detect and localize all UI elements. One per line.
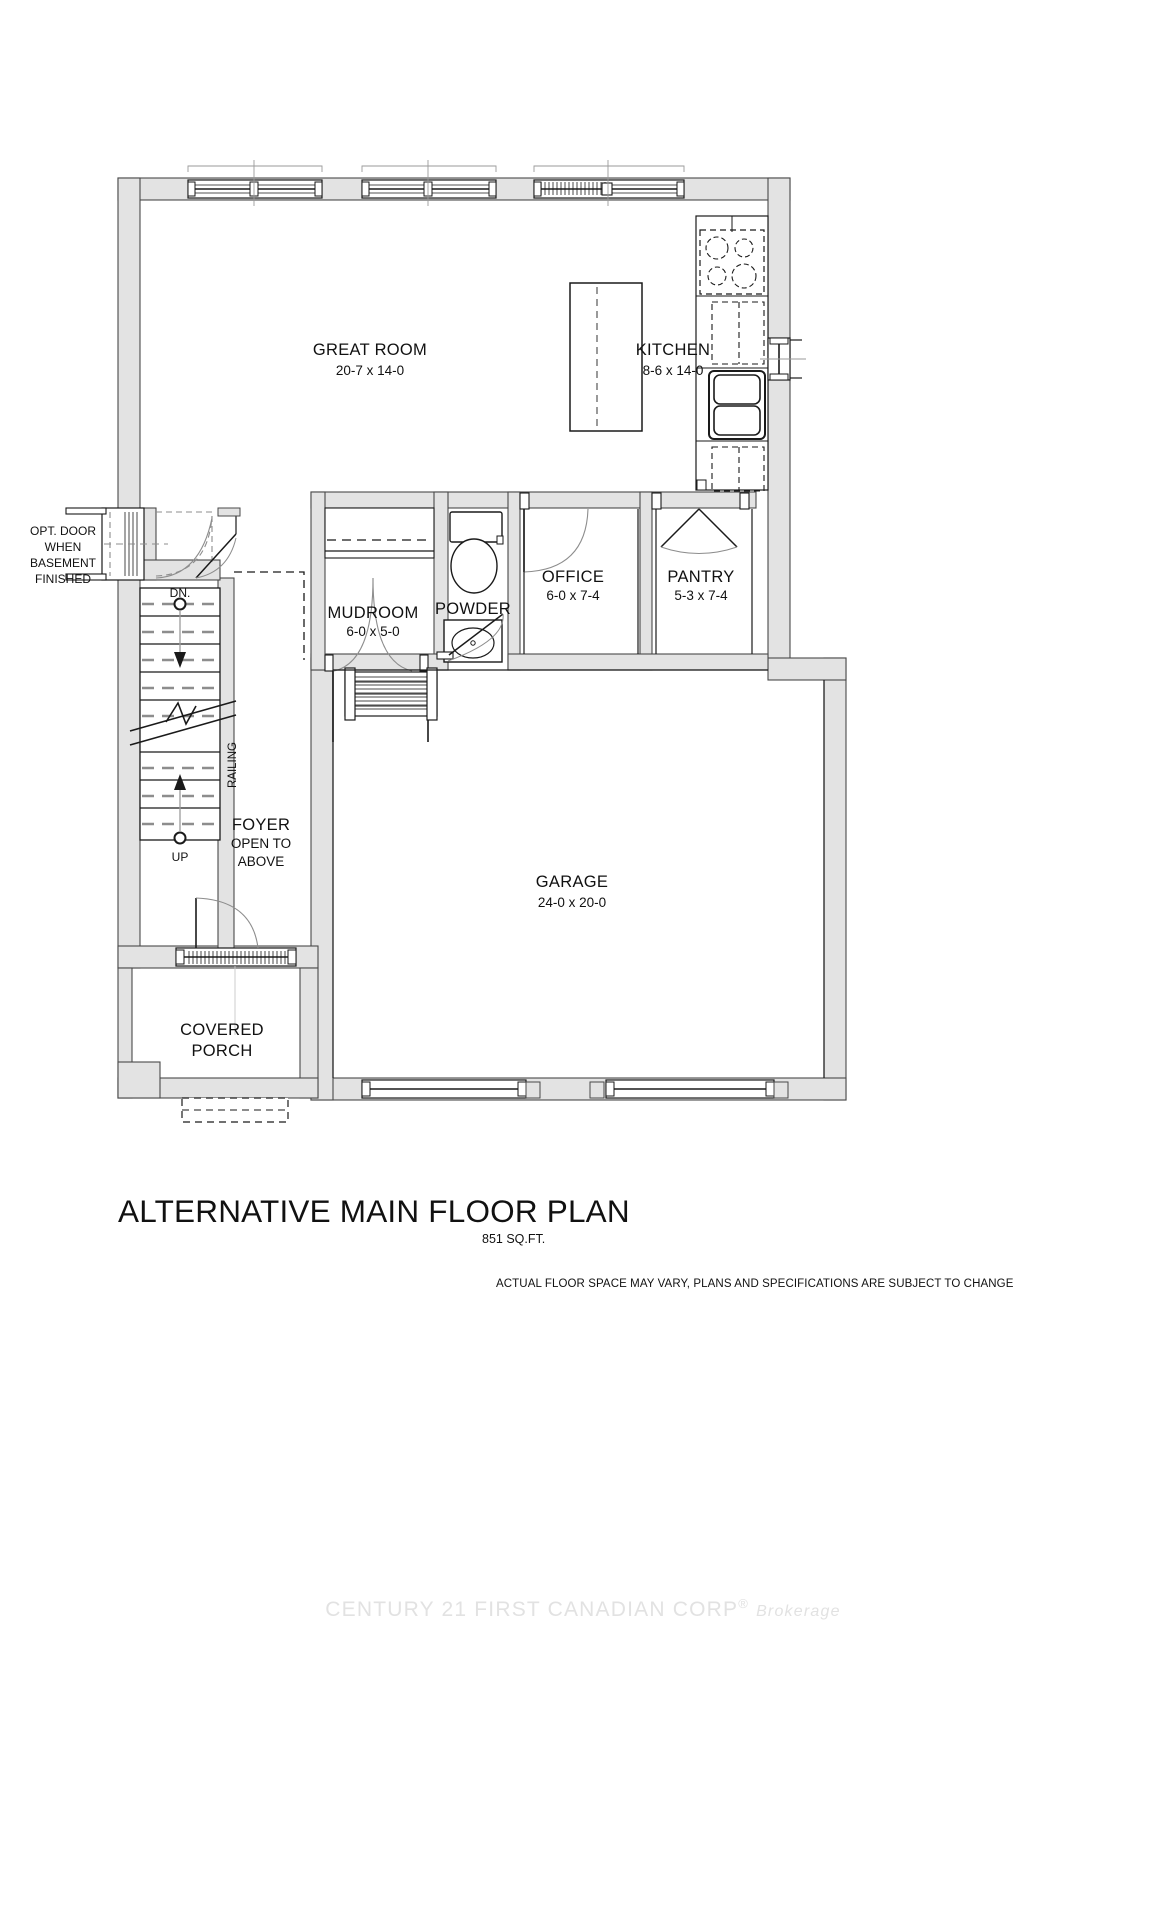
- mudroom-bench-closet: [324, 507, 435, 559]
- label-covered-porch-2: PORCH: [191, 1042, 252, 1060]
- toilet-icon: [449, 511, 504, 594]
- label-covered-porch: COVERED: [180, 1021, 264, 1039]
- watermark-company: FIRST CANADIAN CORP: [474, 1598, 739, 1621]
- note-opt-door-4: FINISHED: [35, 572, 91, 586]
- vanity-sink-icon: [443, 619, 503, 663]
- cooktop-icon: [705, 236, 757, 289]
- porch-steps: [181, 1097, 289, 1123]
- floor-area: 851 SQ.FT.: [482, 1232, 546, 1246]
- sink-icon: [696, 367, 768, 440]
- garage-interior-outline: [332, 669, 825, 1078]
- staircase: [129, 587, 237, 845]
- annotations: OPT. DOOR WHEN BASEMENT FINISHED DN. UP …: [30, 524, 291, 869]
- label-foyer: FOYER: [232, 816, 290, 834]
- great-room-windows: [187, 160, 685, 206]
- watermark-suffix: Brokerage: [756, 1603, 841, 1620]
- label-mudroom: MUDROOM: [327, 604, 418, 622]
- dim-great-room: 20-7 x 14-0: [336, 363, 404, 378]
- label-stairs-down: DN.: [170, 586, 191, 600]
- powder-room-fixtures: [436, 511, 504, 663]
- dim-mudroom: 6-0 x 5-0: [346, 624, 399, 639]
- label-powder: POWDER: [435, 600, 511, 618]
- window-unit: [187, 160, 323, 206]
- garage-entry-steps: [344, 667, 438, 721]
- window-unit: [361, 160, 497, 206]
- optional-basement-door: [65, 507, 241, 581]
- kitchen-island: [569, 282, 643, 432]
- dim-pantry: 5-3 x 7-4: [674, 588, 728, 603]
- dim-office: 6-0 x 7-4: [546, 588, 600, 603]
- brokerage-watermark: CENTURY 21 FIRST CANADIAN CORP® Brokerag…: [0, 1596, 1166, 1622]
- garage-door-right: [589, 1079, 789, 1099]
- garage-doors: [361, 1079, 789, 1099]
- label-garage: GARAGE: [536, 873, 608, 891]
- label-foyer-open-to: OPEN TO: [231, 836, 291, 851]
- note-opt-door-2: WHEN: [45, 540, 82, 554]
- front-door: [175, 897, 297, 967]
- porch-column: [117, 1061, 161, 1099]
- note-opt-door-1: OPT. DOOR: [30, 524, 96, 538]
- disclaimer-text: ACTUAL FLOOR SPACE MAY VARY, PLANS AND S…: [496, 1278, 1014, 1290]
- label-office: OFFICE: [542, 568, 604, 586]
- label-pantry: PANTRY: [667, 568, 734, 586]
- dim-kitchen: 8-6 x 14-0: [643, 363, 704, 378]
- pantry-door: [651, 492, 753, 654]
- kitchen-window: [760, 337, 806, 381]
- garage-door-left: [361, 1079, 541, 1099]
- label-stairs-up: UP: [172, 850, 189, 864]
- watermark-registered: ®: [738, 1596, 750, 1611]
- label-railing: RAILING: [227, 742, 239, 788]
- garage-step-outline: [234, 571, 305, 660]
- office-outline: [523, 509, 639, 654]
- label-great-room: GREAT ROOM: [313, 341, 427, 359]
- kitchen-counter-run: [695, 215, 769, 492]
- label-kitchen: KITCHEN: [636, 341, 711, 359]
- patio-door-unit: [533, 160, 685, 206]
- dim-garage: 24-0 x 20-0: [538, 895, 606, 910]
- page-title: ALTERNATIVE MAIN FLOOR PLAN: [118, 1193, 630, 1229]
- label-foyer-above: ABOVE: [238, 854, 285, 869]
- room-labels: GREAT ROOM 20-7 x 14-0 KITCHEN 8-6 x 14-…: [180, 341, 734, 1060]
- note-opt-door-3: BASEMENT: [30, 556, 97, 570]
- watermark-brand: CENTURY 21: [325, 1598, 468, 1621]
